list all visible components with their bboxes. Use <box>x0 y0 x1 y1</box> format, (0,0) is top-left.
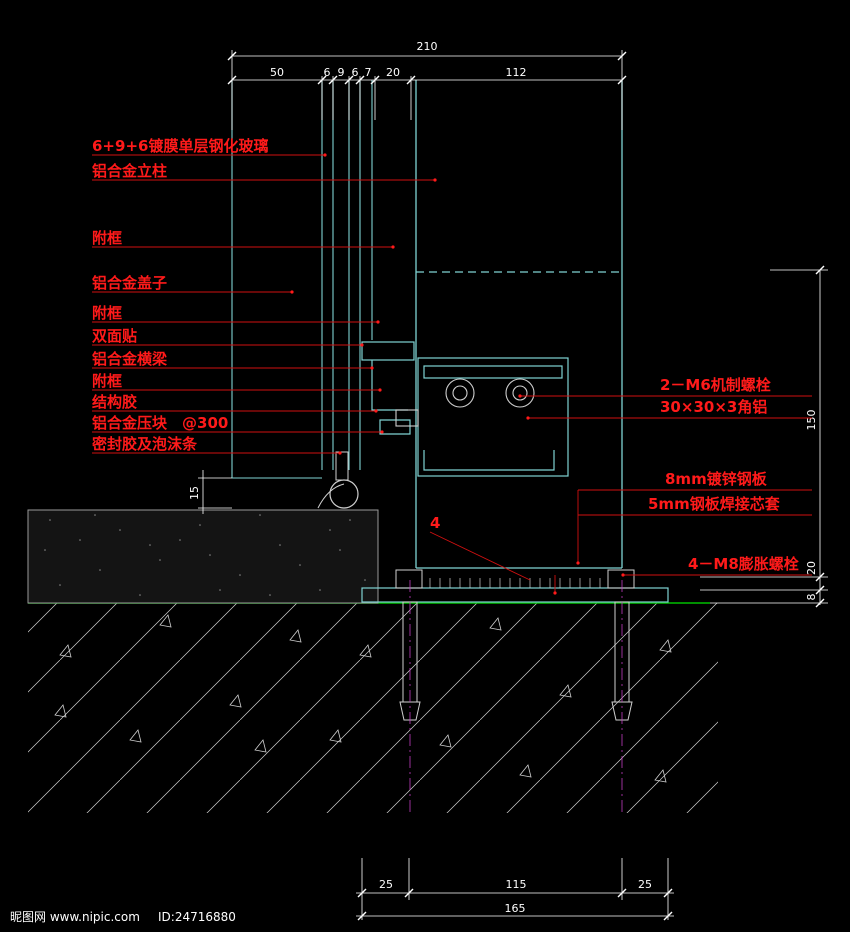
label-structural-glue: 结构胶 <box>92 393 137 411</box>
leader-dots <box>290 153 437 455</box>
dim-right-height: 150 <box>805 410 818 431</box>
concrete-sill <box>27 509 379 604</box>
left-gap-dimension <box>198 470 232 514</box>
watermark-id: ID:24716880 <box>158 910 236 924</box>
glazing-layers <box>231 80 373 479</box>
weld-mark-leader <box>429 531 531 581</box>
plate-weld-ticks <box>429 578 601 588</box>
base-steel-plate <box>361 587 669 603</box>
foam-rod <box>329 479 359 509</box>
bottom-dimension-lines <box>356 858 674 921</box>
dim-top-part-1: 50 <box>270 66 284 79</box>
label-bolt-m6: 2－M6机制螺栓 <box>660 376 771 394</box>
right-leader-lines <box>520 395 812 593</box>
right-dimension-lines <box>700 265 828 608</box>
label-sleeve: 5mm钢板焊接芯套 <box>648 495 781 513</box>
label-glass: 6+9+6镀膜单层钢化玻璃 <box>92 137 268 155</box>
label-pressure-block: 铝合金压块 @300 <box>92 414 228 432</box>
label-cover: 铝合金盖子 <box>92 274 167 292</box>
label-mullion: 铝合金立柱 <box>92 162 167 180</box>
dim-top-part-5: 7 <box>365 66 372 79</box>
dim-left-gap: 15 <box>188 486 201 500</box>
label-double-tape: 双面贴 <box>92 327 137 345</box>
label-sub-frame-1: 附框 <box>92 229 122 247</box>
label-anchor-m8: 4－M8膨胀螺栓 <box>688 555 799 573</box>
label-sub-frame-3: 附框 <box>92 372 122 390</box>
earth-hatch <box>28 603 718 813</box>
dim-bottom-part-1: 25 <box>379 878 393 891</box>
label-sealant: 密封胶及泡沫条 <box>92 435 198 453</box>
label-transom: 铝合金横梁 <box>92 350 168 368</box>
earth-triangles <box>54 614 672 783</box>
dim-top-part-6: 20 <box>386 66 400 79</box>
dim-bottom-part-3: 25 <box>638 878 652 891</box>
dim-bottom-part-2: 115 <box>506 878 527 891</box>
aluminum-mullion <box>415 80 623 569</box>
dim-bottom-total: 165 <box>505 902 526 915</box>
dim-right-part-1: 20 <box>805 561 818 575</box>
dim-top-part-3: 9 <box>338 66 345 79</box>
left-leader-lines <box>92 154 435 454</box>
top-dimension-ticks <box>227 51 627 85</box>
label-angle-aluminum: 30×30×3角铝 <box>660 398 767 416</box>
top-dimension-lines <box>231 50 623 130</box>
label-steel-plate: 8mm镀锌钢板 <box>665 470 768 488</box>
dim-top-part-2: 6 <box>324 66 331 79</box>
right-leader-dots <box>518 394 625 595</box>
concrete-speckle <box>44 514 366 596</box>
sealant-bead <box>317 483 345 509</box>
watermark-site: 昵图网 www.nipic.com <box>10 910 140 924</box>
seal-foam <box>335 451 349 481</box>
dim-top-part-7: 112 <box>506 66 527 79</box>
label-sub-frame-2: 附框 <box>92 304 122 322</box>
m6-bolt-heads <box>395 378 535 427</box>
dim-top-total: 210 <box>417 40 438 53</box>
transom-profile <box>361 341 569 477</box>
dim-top-part-4: 6 <box>352 66 359 79</box>
center-lines <box>409 580 623 815</box>
weld-mark: 4 <box>430 514 440 532</box>
dim-right-part-2: 8 <box>805 594 818 601</box>
